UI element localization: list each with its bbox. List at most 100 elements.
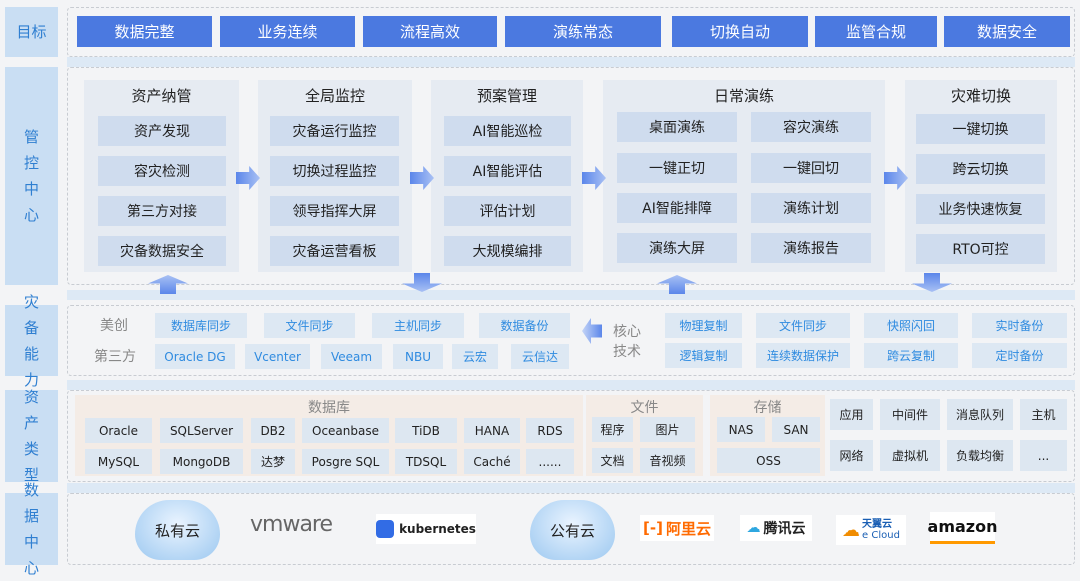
private-cloud-icon: 私有云 xyxy=(135,500,220,560)
asset-item: 应用 xyxy=(830,399,873,430)
third-party-label: 第三方 xyxy=(94,349,136,365)
asset-item: Oceanbase xyxy=(302,418,389,443)
core-item: 实时备份 xyxy=(972,313,1067,338)
asset-item: ... xyxy=(1020,440,1067,471)
column-plan: 预案管理 AI智能巡检 AI智能评估 评估计划 大规模编排 xyxy=(431,80,583,272)
core-item: 快照闪回 xyxy=(864,313,958,338)
vmware-logo: vmware xyxy=(250,512,333,537)
control-item: 桌面演练 xyxy=(617,112,737,142)
core-item: 连续数据保护 xyxy=(756,343,850,368)
control-item: 跨云切换 xyxy=(916,154,1045,184)
panel-title: 存储 xyxy=(753,400,782,416)
control-item: 领导指挥大屏 xyxy=(270,196,399,226)
asset-item: SQLServer xyxy=(160,418,243,443)
control-item: 一键正切 xyxy=(617,153,737,183)
row-label-datacenter: 数据中心 xyxy=(5,481,58,577)
arrow-left-icon xyxy=(582,318,602,344)
asset-item: 虚拟机 xyxy=(880,440,940,471)
asset-item: 图片 xyxy=(640,417,695,442)
public-cloud-label: 公有云 xyxy=(549,521,595,540)
core-item: 定时备份 xyxy=(972,343,1067,368)
panel-title: 文件 xyxy=(630,400,659,416)
capability-item: NBU xyxy=(393,344,443,369)
capability-item: Veeam xyxy=(321,344,382,369)
control-item: 灾备运营看板 xyxy=(270,236,399,266)
row-label-assets: 资产类型 xyxy=(5,388,58,484)
asset-item: 主机 xyxy=(1020,399,1067,430)
asset-item: 消息队列 xyxy=(947,399,1013,430)
control-item: AI智能评估 xyxy=(444,156,571,186)
kubernetes-logo: kubernetes xyxy=(376,514,476,544)
asset-item: HANA xyxy=(464,418,520,443)
row-label-control: 管控中心 xyxy=(5,67,58,285)
panel-title: 数据库 xyxy=(308,400,350,416)
core-item: 跨云复制 xyxy=(864,343,958,368)
capability-item: 数据库同步 xyxy=(155,313,247,338)
kubernetes-label: kubernetes xyxy=(399,522,476,536)
control-item: 资产发现 xyxy=(98,116,226,146)
aliyun-logo: [-]阿里云 xyxy=(640,515,714,541)
core-item: 逻辑复制 xyxy=(665,343,742,368)
control-item: 大规模编排 xyxy=(444,236,571,266)
control-item: AI智能排障 xyxy=(617,193,737,223)
capability-item: 云宏 xyxy=(452,344,498,369)
control-item: 切换过程监控 xyxy=(270,156,399,186)
column-title: 全局监控 xyxy=(304,87,365,105)
capability-item: Oracle DG xyxy=(155,344,235,369)
capability-item: 文件同步 xyxy=(264,313,355,338)
asset-item: DB2 xyxy=(251,418,295,443)
private-cloud-label: 私有云 xyxy=(154,521,200,540)
core-item: 文件同步 xyxy=(756,313,850,338)
control-item: 演练计划 xyxy=(751,193,871,223)
control-item: 第三方对接 xyxy=(98,196,226,226)
asset-item: 程序 xyxy=(592,417,633,442)
meichuang-label: 美创 xyxy=(100,318,128,334)
column-monitor: 全局监控 灾备运行监控 切换过程监控 领导指挥大屏 灾备运营看板 xyxy=(258,80,412,272)
column-switch: 灾难切换 一键切换 跨云切换 业务快速恢复 RTO可控 xyxy=(905,80,1057,272)
column-title: 灾难切换 xyxy=(950,87,1011,105)
capability-item: 云信达 xyxy=(511,344,569,369)
asset-item: TDSQL xyxy=(395,449,457,474)
control-item: 灾备运行监控 xyxy=(270,116,399,146)
core-tech-label: 核心技术 xyxy=(613,324,641,360)
asset-item: 中间件 xyxy=(880,399,940,430)
control-item: 演练大屏 xyxy=(617,233,737,263)
core-item: 物理复制 xyxy=(665,313,742,338)
tianyi-label: 天翼云 xyxy=(862,519,893,530)
control-item: 一键切换 xyxy=(916,114,1045,144)
asset-item: Posgre SQL xyxy=(302,449,389,474)
column-asset: 资产纳管 资产发现 容灾检测 第三方对接 灾备数据安全 xyxy=(84,80,239,272)
asset-item: Oracle xyxy=(85,418,152,443)
control-item: 容灾演练 xyxy=(751,112,871,142)
amazon-logo: amazon xyxy=(928,512,997,544)
asset-item: 文档 xyxy=(592,448,633,473)
column-drill: 日常演练 桌面演练 容灾演练 一键正切 一键回切 AI智能排障 演练计划 演练大… xyxy=(603,80,885,272)
capability-item: 数据备份 xyxy=(479,313,570,338)
asset-item: RDS xyxy=(526,418,574,443)
tencent-cloud-logo: ☁腾讯云 xyxy=(740,515,812,541)
control-item: 业务快速恢复 xyxy=(916,194,1045,224)
asset-item: OSS xyxy=(717,448,820,473)
asset-item: MongoDB xyxy=(160,449,243,474)
asset-item: Caché xyxy=(464,449,520,474)
asset-item: 负载均衡 xyxy=(947,440,1013,471)
control-item: 评估计划 xyxy=(444,196,571,226)
asset-item: NAS xyxy=(717,417,765,442)
control-item: 容灾检测 xyxy=(98,156,226,186)
asset-item: 达梦 xyxy=(251,449,295,474)
control-item: RTO可控 xyxy=(916,234,1045,264)
row-label-capability: 灾备能力 xyxy=(5,293,58,389)
row-label-goal: 目标 xyxy=(5,7,58,57)
asset-item: 网络 xyxy=(830,440,873,471)
column-title: 预案管理 xyxy=(476,87,537,105)
public-cloud-icon: 公有云 xyxy=(530,500,615,560)
goal-item: 切换自动 xyxy=(672,16,808,47)
asset-item: TiDB xyxy=(395,418,457,443)
kubernetes-icon xyxy=(376,520,395,538)
goal-item: 监管合规 xyxy=(815,16,937,47)
column-title: 日常演练 xyxy=(713,87,774,105)
control-item: 演练报告 xyxy=(751,233,871,263)
capability-item: Vcenter xyxy=(245,344,310,369)
capability-item: 主机同步 xyxy=(372,313,464,338)
